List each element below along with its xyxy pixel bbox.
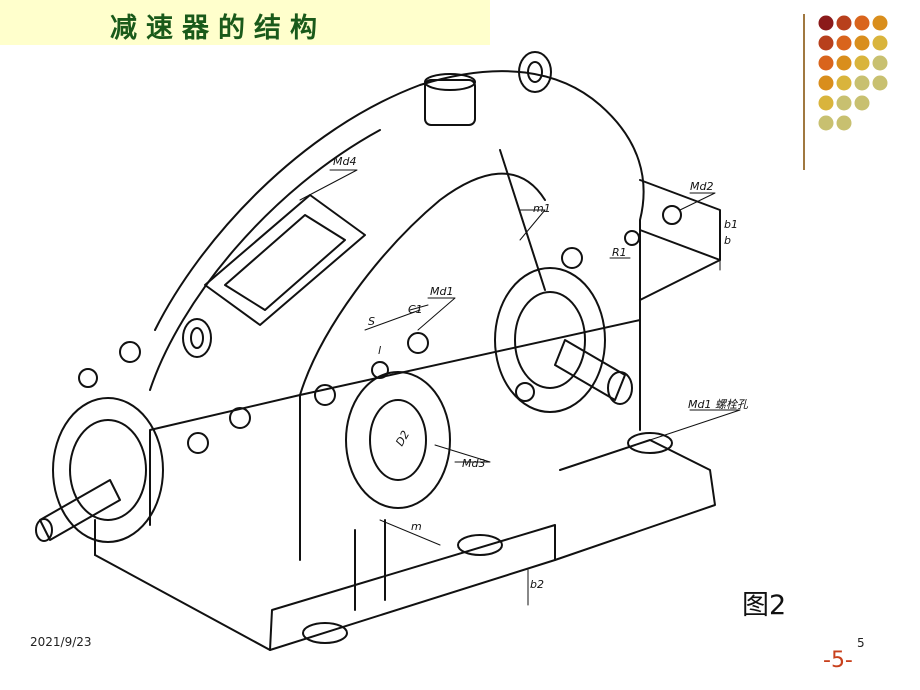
center-bearing-cap xyxy=(345,371,451,509)
decorative-dot xyxy=(836,75,852,91)
decorative-dot xyxy=(854,95,870,111)
footer-date: 2021/9/23 xyxy=(30,635,92,649)
decorative-divider xyxy=(803,14,805,170)
breather xyxy=(424,79,476,126)
decorative-dot xyxy=(872,35,888,51)
label-md3: Md3 xyxy=(462,457,485,470)
decorative-dot xyxy=(818,55,834,71)
decorative-dot xyxy=(836,95,852,111)
decorative-dot xyxy=(836,15,852,31)
label-c1: C1 xyxy=(408,303,423,316)
left-bearing-cap xyxy=(52,397,164,543)
page-number: -5- xyxy=(823,648,853,673)
title-band: 减速器的结构 xyxy=(0,0,490,45)
label-m1: m1 xyxy=(533,202,551,215)
label-l: l xyxy=(378,344,381,357)
label-d2: D2 xyxy=(393,428,412,448)
decorative-dot xyxy=(818,115,834,131)
slide-title: 减速器的结构 xyxy=(110,13,326,44)
output-shaft xyxy=(554,339,626,401)
decorative-dot-grid xyxy=(818,15,888,131)
label-md4: Md4 xyxy=(333,155,356,168)
label-b: b xyxy=(724,234,731,247)
input-shaft xyxy=(39,479,121,541)
decorative-dot xyxy=(854,35,870,51)
decorative-dot xyxy=(854,55,870,71)
decorative-dot xyxy=(836,115,852,131)
decorative-dot xyxy=(872,15,888,31)
decorative-dot xyxy=(818,75,834,91)
lower-housing xyxy=(149,394,301,561)
decorative-dot xyxy=(818,15,834,31)
label-md1-right: Md1 螺栓孔 xyxy=(688,398,749,411)
decorative-dot xyxy=(872,75,888,91)
label-b1: b1 xyxy=(724,218,738,231)
label-md1-top: Md1 xyxy=(430,285,453,298)
label-b2: b2 xyxy=(530,578,544,591)
figure-label: 图2 xyxy=(742,590,787,621)
right-bearing-cap xyxy=(494,267,606,413)
label-r1: R1 xyxy=(612,246,627,259)
decorative-dot xyxy=(854,75,870,91)
decorative-dot xyxy=(818,95,834,111)
base-outline xyxy=(94,439,716,651)
decorative-dot xyxy=(818,35,834,51)
decorative-dot xyxy=(854,15,870,31)
bolts xyxy=(78,205,682,454)
inspection-cover xyxy=(204,194,366,326)
housing-cover xyxy=(154,70,645,331)
label-s: S xyxy=(368,315,375,328)
label-m: m xyxy=(411,520,422,533)
decorative-dot xyxy=(872,55,888,71)
decorative-dot xyxy=(836,55,852,71)
label-md2: Md2 xyxy=(690,180,713,193)
lifting-eye-top xyxy=(518,51,552,93)
lifting-eye-left xyxy=(182,318,212,358)
decorative-dot xyxy=(836,35,852,51)
footer-slide-number: 5 xyxy=(857,636,865,650)
